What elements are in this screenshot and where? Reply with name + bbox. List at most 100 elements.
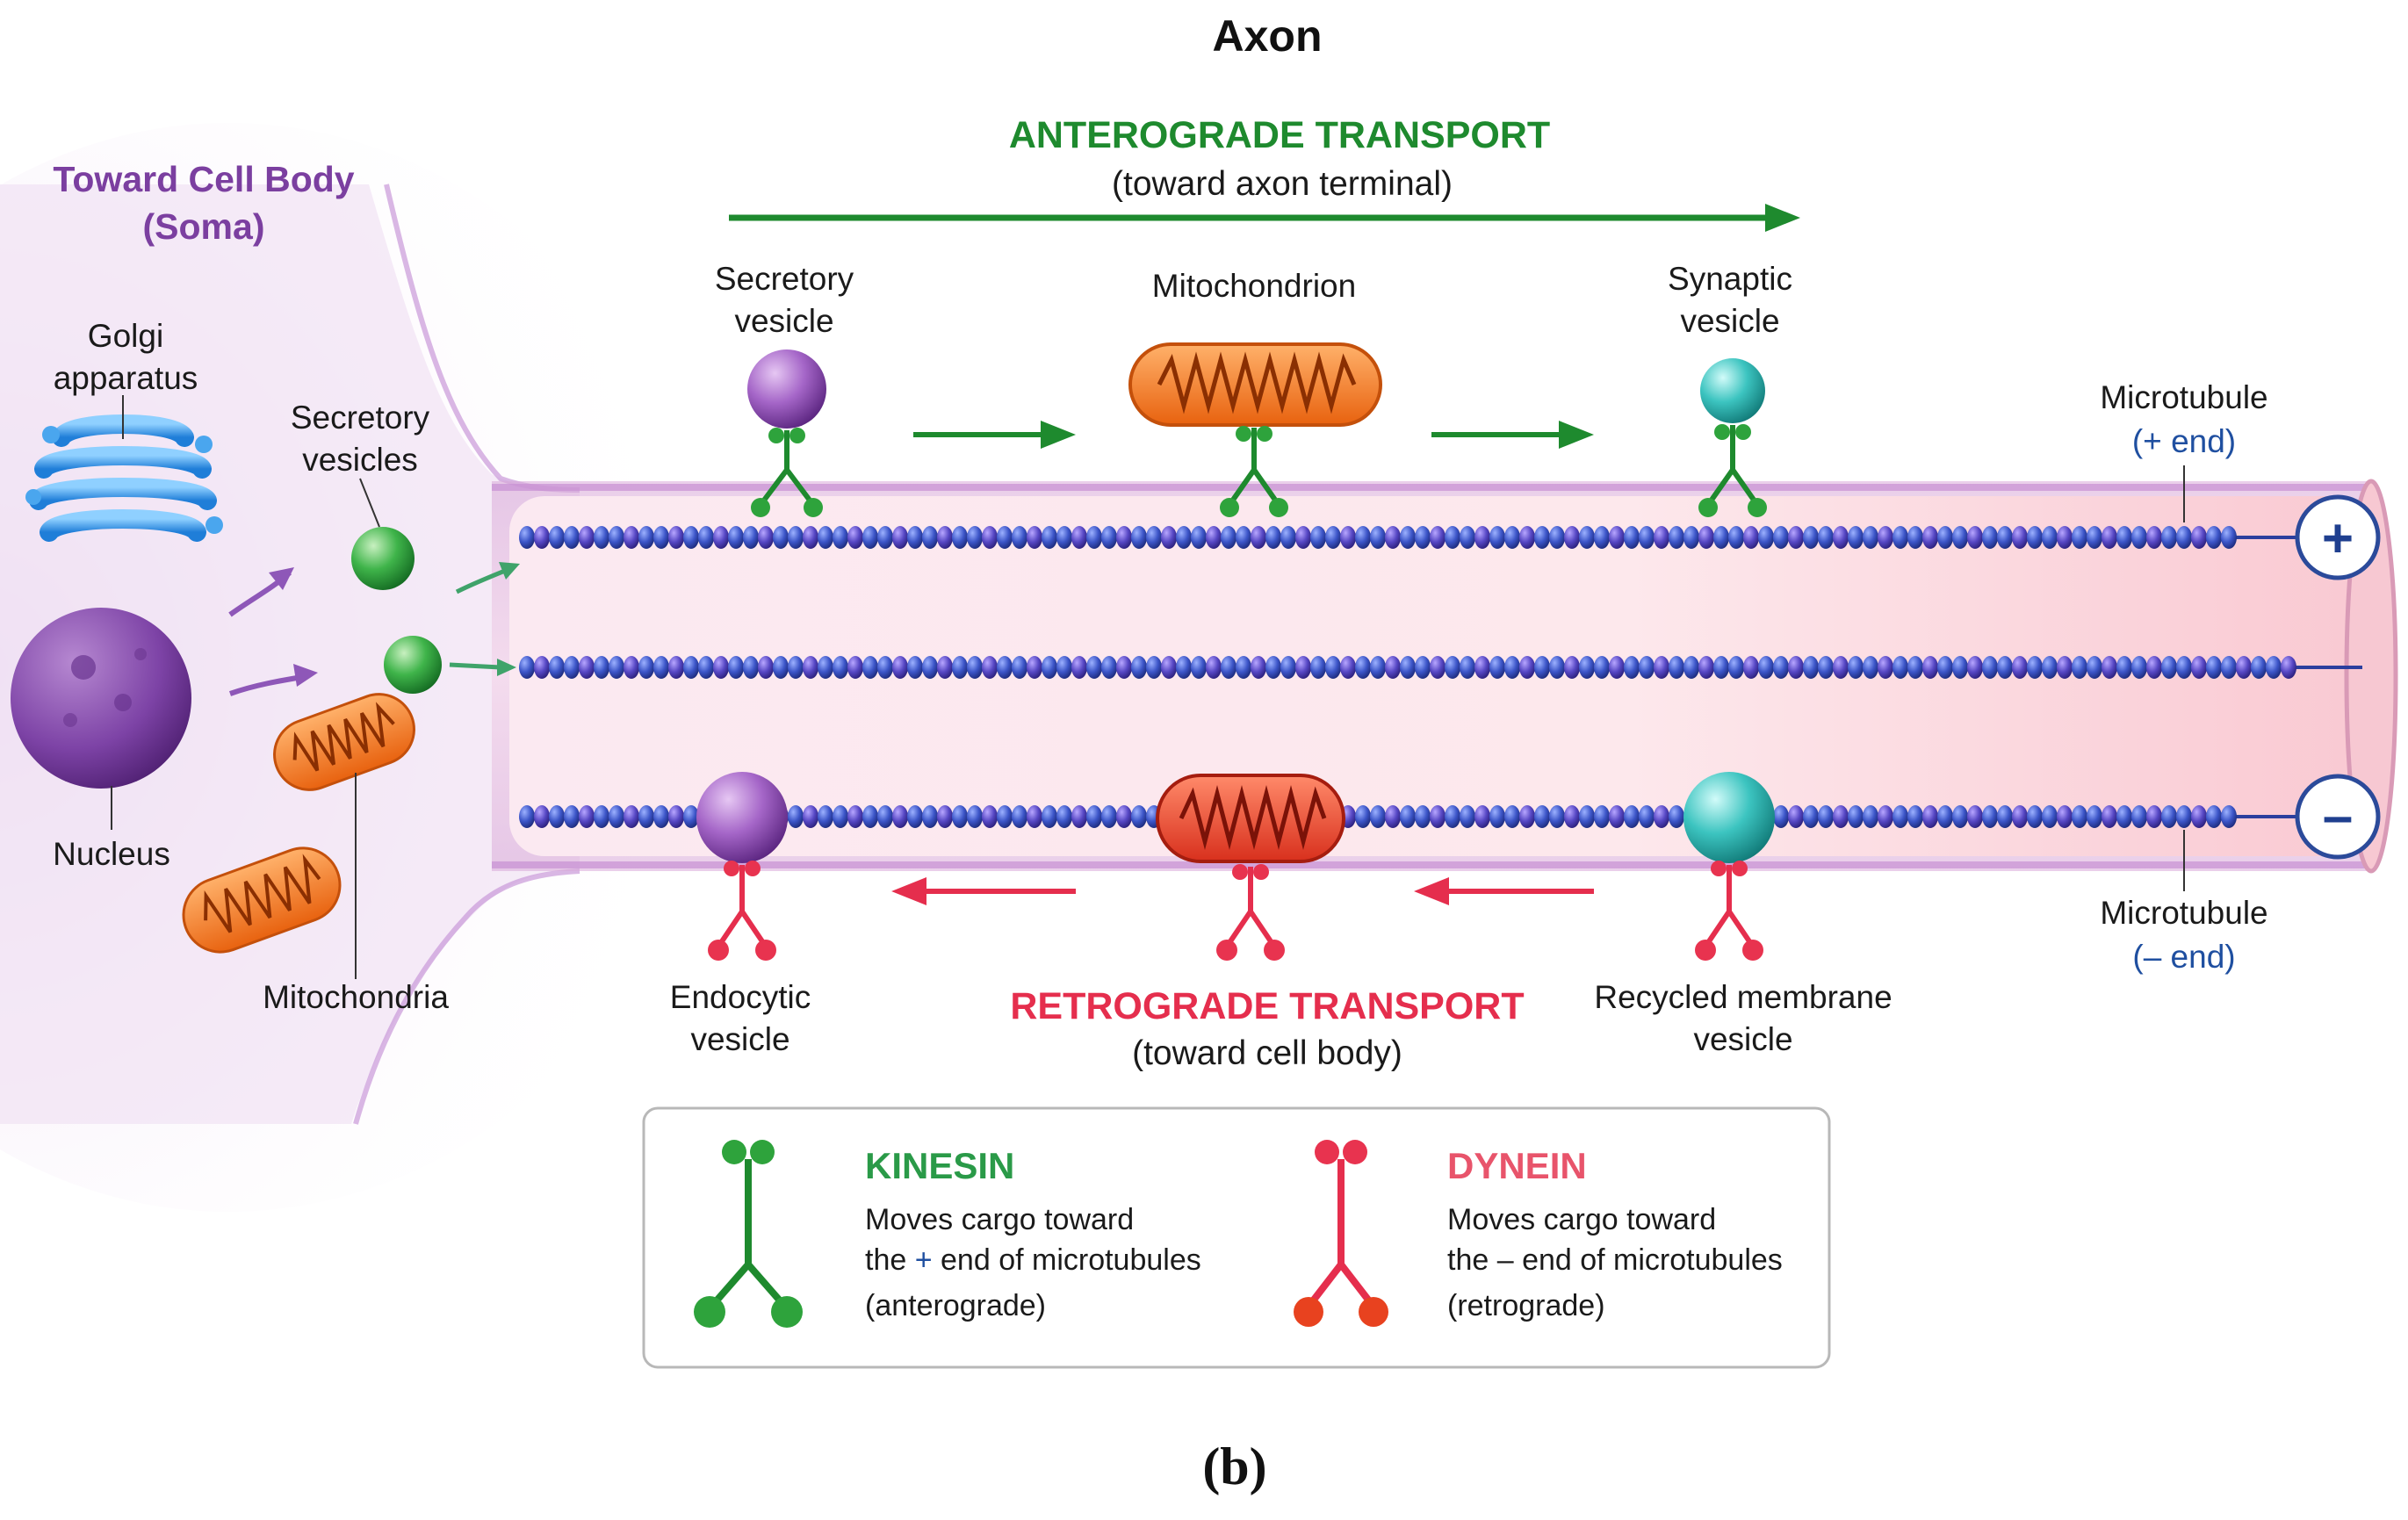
tubulin-bead: [1579, 805, 1595, 828]
tubulin-bead: [1922, 526, 1938, 549]
tubulin-bead: [2027, 526, 2043, 549]
tubulin-bead: [1430, 526, 1446, 549]
tubulin-bead: [1937, 805, 1953, 828]
tubulin-bead: [2102, 805, 2117, 828]
tubulin-bead: [2176, 526, 2192, 549]
tubulin-bead: [1893, 526, 1908, 549]
tubulin-bead: [1982, 656, 1998, 679]
tubulin-bead: [1773, 656, 1789, 679]
tubulin-bead: [937, 805, 953, 828]
tubulin-bead: [1385, 526, 1401, 549]
tubulin-bead: [1191, 656, 1207, 679]
kinesin-desc-2: the + end of microtubules: [865, 1243, 1201, 1277]
tubulin-bead: [922, 805, 938, 828]
tubulin-bead: [594, 656, 609, 679]
tubulin-bead: [1878, 656, 1893, 679]
tubulin-bead: [1355, 656, 1371, 679]
tubulin-bead: [967, 805, 983, 828]
tubulin-bead: [2161, 805, 2177, 828]
tubulin-bead: [2266, 656, 2282, 679]
tubulin-bead: [2057, 526, 2073, 549]
tubulin-bead: [1863, 656, 1878, 679]
tubulin-bead: [758, 656, 774, 679]
tubulin-bead: [1370, 656, 1386, 679]
tubulin-bead: [1967, 526, 1983, 549]
retrograde-subheading: (toward cell body): [1132, 1034, 1402, 1072]
tubulin-bead: [847, 805, 863, 828]
tubulin-bead: [1564, 805, 1580, 828]
tubulin-bead: [1191, 526, 1207, 549]
tubulin-bead: [519, 526, 535, 549]
tubulin-bead: [1863, 805, 1878, 828]
soma-mitochondria-icons: [182, 693, 415, 979]
tubulin-bead: [1176, 656, 1192, 679]
tubulin-bead: [1370, 805, 1386, 828]
tubulin-bead: [2102, 526, 2117, 549]
tubulin-bead: [1594, 656, 1610, 679]
tubulin-bead: [862, 656, 878, 679]
tubulin-bead: [1295, 656, 1311, 679]
tubulin-bead: [1893, 805, 1908, 828]
tubulin-bead: [1116, 656, 1132, 679]
tubulin-bead: [847, 656, 863, 679]
panel-label: (b): [1202, 1437, 1266, 1495]
tubulin-bead: [653, 805, 669, 828]
tubulin-bead: [1669, 656, 1684, 679]
tubulin-bead: [519, 805, 535, 828]
tubulin-bead: [2072, 805, 2087, 828]
microtubule-plus-end: [519, 526, 2296, 549]
tubulin-bead: [1773, 526, 1789, 549]
dynein-motor-icon: [708, 861, 776, 961]
tubulin-bead: [1878, 526, 1893, 549]
tubulin-bead: [1833, 526, 1849, 549]
tubulin-bead: [638, 805, 654, 828]
tubulin-bead: [2087, 526, 2102, 549]
tubulin-bead: [1788, 526, 1804, 549]
tubulin-bead: [1907, 805, 1923, 828]
anterograde-subheading: (toward axon terminal): [1112, 165, 1453, 203]
tubulin-bead: [2176, 656, 2192, 679]
kinesin-motor-icon: [751, 428, 823, 517]
kinesin-legend-icon: [694, 1140, 803, 1328]
endocytic-vesicle-label: Endocytic: [670, 979, 811, 1015]
tubulin-bead: [2012, 656, 2028, 679]
tubulin-bead: [1639, 805, 1655, 828]
tubulin-bead: [2042, 656, 2058, 679]
tubulin-bead: [1370, 526, 1386, 549]
tubulin-bead: [1893, 656, 1908, 679]
tubulin-bead: [1071, 526, 1087, 549]
tubulin-bead: [1982, 526, 1998, 549]
tubulin-bead: [892, 526, 908, 549]
anterograde-small-arrows: [913, 421, 1594, 449]
tubulin-bead: [1116, 526, 1132, 549]
tubulin-bead: [952, 656, 968, 679]
dynein-title: DYNEIN: [1447, 1145, 1587, 1186]
tubulin-bead: [668, 805, 684, 828]
tubulin-bead: [788, 805, 804, 828]
tubulin-bead: [1922, 656, 1938, 679]
dynein-desc-2: the – end of microtubules: [1447, 1243, 1783, 1277]
tubulin-bead: [1773, 805, 1789, 828]
tubulin-bead: [1683, 526, 1699, 549]
tubulin-bead: [1042, 656, 1057, 679]
tubulin-bead: [2191, 526, 2207, 549]
tubulin-bead: [1907, 656, 1923, 679]
tubulin-bead: [1609, 805, 1625, 828]
soma-secretory-label-2: vesicles: [302, 442, 418, 478]
tubulin-bead: [1937, 526, 1953, 549]
tubulin-bead: [1251, 526, 1266, 549]
tubulin-bead: [1056, 656, 1072, 679]
retrograde-small-arrows: [891, 877, 1594, 905]
tubulin-bead: [2236, 656, 2252, 679]
anterograde-heading: ANTEROGRADE TRANSPORT: [1009, 114, 1550, 156]
endocytic-vesicle-label-2: vesicle: [690, 1021, 789, 1057]
tubulin-bead: [624, 656, 639, 679]
tubulin-bead: [549, 805, 565, 828]
tubulin-bead: [1355, 526, 1371, 549]
kinesin-motor-icon: [1220, 426, 1288, 517]
tubulin-bead: [1504, 656, 1520, 679]
tubulin-bead: [1519, 656, 1535, 679]
tubulin-bead: [1400, 805, 1416, 828]
tubulin-bead: [2191, 805, 2207, 828]
tubulin-bead: [1907, 526, 1923, 549]
